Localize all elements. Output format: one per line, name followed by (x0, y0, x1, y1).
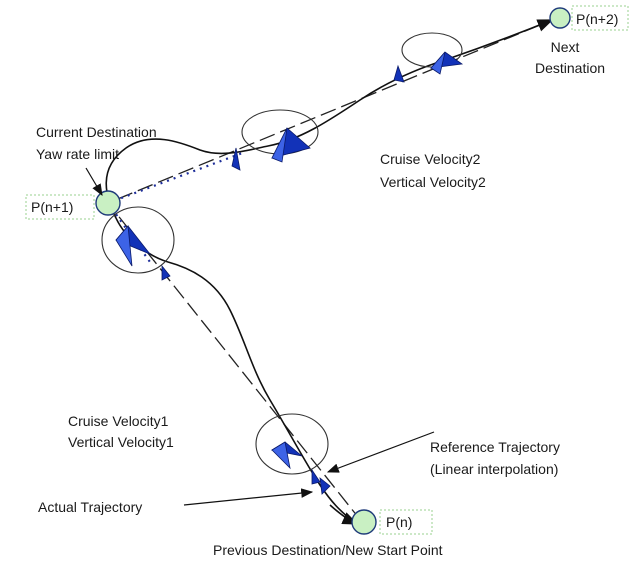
p-n-label-box (379, 509, 433, 535)
current-destination-line1: Current Destination (36, 124, 157, 140)
actual-trajectory-line (105, 19, 554, 525)
p-n2-label: P(n+2) (576, 11, 618, 27)
vehicle-bottom (270, 441, 303, 470)
next-destination-line1: Next (551, 39, 580, 55)
marker-fin-1 (393, 64, 405, 83)
reference-line2: (Linear interpolation) (430, 461, 558, 477)
current-destination-pointer (85, 167, 103, 197)
vehicle-ellipse-left (101, 206, 175, 274)
cruise2-line2: Vertical Velocity2 (380, 174, 486, 190)
vehicle-left (115, 225, 152, 267)
reference-pointer (326, 431, 435, 473)
vehicle-mid (271, 127, 311, 163)
vehicle-ellipse-bottom (255, 413, 329, 475)
marker-fin-5 (319, 477, 331, 495)
cruise1-line1: Cruise Velocity1 (68, 413, 169, 429)
marker-fin-3 (161, 264, 171, 281)
actual-trajectory-label: Actual Trajectory (38, 499, 142, 515)
actual-pointer (183, 488, 314, 506)
waypoint-current (95, 190, 121, 216)
previous-destination-label: Previous Destination/New Start Point (213, 542, 443, 558)
cruise2-line1: Cruise Velocity2 (380, 151, 481, 167)
next-destination-line2: Destination (535, 60, 605, 76)
current-destination-line2: Yaw rate limit (36, 146, 119, 162)
p-n2-label-box (571, 5, 629, 31)
marker-fin-4 (311, 468, 321, 485)
waypoint-start (351, 509, 377, 535)
p-n1-label: P(n+1) (31, 199, 73, 215)
p-n1-label-box (25, 194, 95, 220)
cruise1-line2: Vertical Velocity1 (68, 434, 174, 450)
p-n-label: P(n) (386, 514, 412, 530)
vehicle-top (430, 51, 464, 75)
approach-dots-upper (107, 150, 246, 205)
reference-line1: Reference Trajectory (430, 439, 560, 455)
waypoint-next (549, 7, 571, 29)
marker-fin-2 (231, 147, 241, 171)
